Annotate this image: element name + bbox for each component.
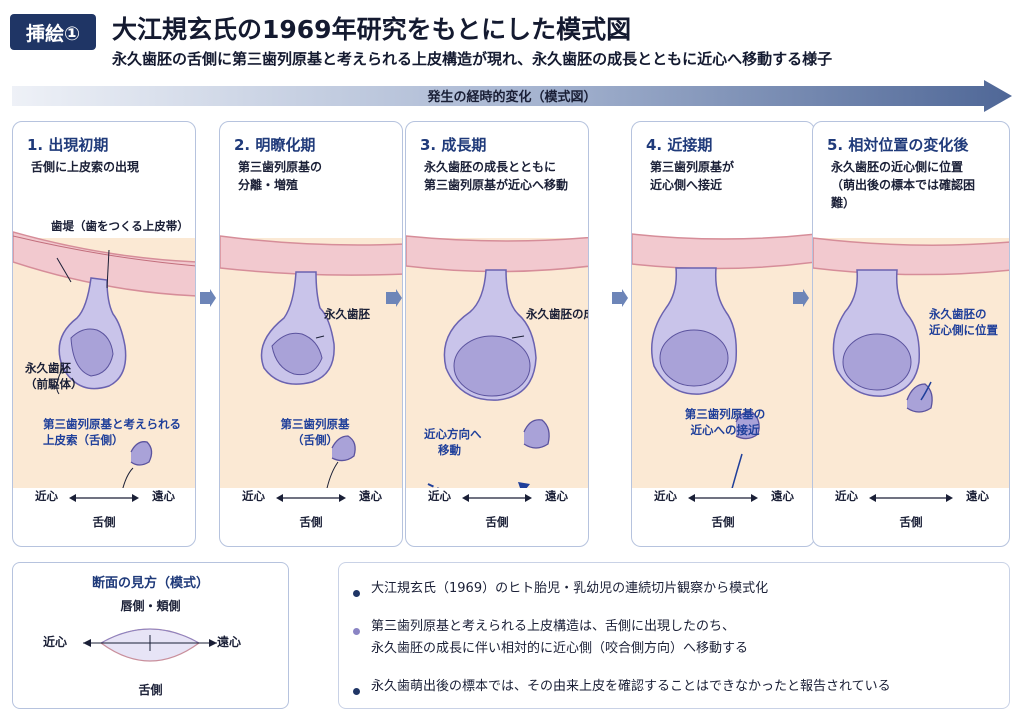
growth-label: 永久歯胚の成長 (526, 307, 588, 321)
notes-panel: 大江規玄氏（1969）のヒト胎児・乳幼児の連続切片観察から模式化 第三歯列原基と… (338, 562, 1010, 709)
panel-title: 1. 出現初期 (27, 136, 109, 154)
panel-description: 第三歯列原基の分離・増殖 (238, 160, 323, 192)
tissue-section-illustration (406, 235, 588, 488)
permanent-germ-sub-label: （前駆体） (25, 377, 83, 391)
note-item: 永久歯萌出後の標本では、その由来上皮を確認することはできなかったと報告されている (371, 679, 891, 694)
panel-title: 2. 明瞭化期 (234, 136, 316, 154)
third-dentition-label: 第三歯列原基と考えられる上皮索（舌側） (43, 417, 181, 447)
section-shape-diagram (83, 628, 217, 662)
tissue-section-illustration (13, 231, 195, 488)
tissue-section-illustration (220, 235, 402, 488)
tissue-section-illustration (813, 237, 1009, 488)
permanent-germ-label: 永久歯胚 (25, 361, 71, 375)
legend-distal-label: 遠心 (217, 635, 242, 649)
panel-stage-5: 5. 相対位置の変化後 永久歯胚の近心側に位置（萌出後の標本では確認困難） 永久… (812, 121, 1010, 547)
panel-description: 永久歯胚の近心側に位置（萌出後の標本では確認困難） (831, 160, 976, 210)
panel-title: 4. 近接期 (646, 136, 713, 154)
next-stage-arrow-icon (200, 289, 216, 307)
figure-badge: 挿絵① (10, 14, 96, 50)
page-title: 大江規玄氏の1969年研究をもとにした模式図 (112, 15, 632, 44)
note-item: 大江規玄氏（1969）のヒト胎児・乳幼児の連続切片観察から模式化 (371, 581, 769, 596)
approach-label: 第三歯列原基の近心への接近 (684, 407, 766, 437)
panel-title: 3. 成長期 (420, 136, 487, 154)
bullet-icon (353, 628, 360, 635)
panel-description: 舌側に上皮索の出現 (31, 160, 140, 174)
next-stage-arrow-icon (612, 289, 628, 307)
panel-description: 第三歯列原基が近心側へ接近 (650, 160, 735, 192)
panel-stage-2: 2. 明瞭化期 第三歯列原基の分離・増殖 永久歯胚 第三歯列原基（舌側） 近心 … (219, 121, 403, 547)
legend-lingual-label: 舌側 (138, 683, 163, 697)
permanent-germ-label: 永久歯胚 (324, 307, 370, 321)
page-subtitle: 永久歯胚の舌側に第三歯列原基と考えられる上皮構造が現れ、永久歯胚の成長とともに近… (112, 50, 833, 68)
position-label: 永久歯胚の近心側に位置 (929, 307, 998, 337)
timeline-arrow (12, 80, 1012, 112)
note-item: 第三歯列原基と考えられる上皮構造は、舌側に出現したのち、永久歯胚の成長に伴い相対… (371, 619, 749, 656)
legend-labial-label: 唇側・頬側 (120, 599, 181, 613)
third-dentition-label: 第三歯列原基（舌側） (280, 417, 350, 447)
mesial-movement-label: 近心方向へ移動 (424, 427, 482, 457)
next-stage-arrow-icon (793, 289, 809, 307)
panel-stage-1: 1. 出現初期 舌側に上皮索の出現 歯堤（歯をつくる上皮帯） 永久歯胚 （前駆体… (12, 121, 196, 547)
legend-mesial-label: 近心 (43, 635, 68, 649)
next-stage-arrow-icon (386, 289, 402, 307)
panel-description: 永久歯胚の成長とともに第三歯列原基が近心へ移動 (424, 160, 569, 192)
panel-title: 5. 相対位置の変化後 (827, 136, 969, 154)
tissue-section-illustration (632, 233, 814, 488)
bullet-icon (353, 688, 360, 695)
bullet-icon (353, 590, 360, 597)
timeline-label: 発生の経時的変化（模式図） (427, 90, 597, 105)
section-orientation-legend: 断面の見方（模式） 唇側・頬側 近心 遠心 舌側 (12, 562, 289, 709)
dental-lamina-label: 歯堤（歯をつくる上皮帯） (51, 219, 189, 233)
legend-title: 断面の見方（模式） (91, 576, 209, 591)
panel-stage-4: 4. 近接期 第三歯列原基が近心側へ接近 第三歯列原基の近心への接近 近心 遠心… (631, 121, 815, 547)
